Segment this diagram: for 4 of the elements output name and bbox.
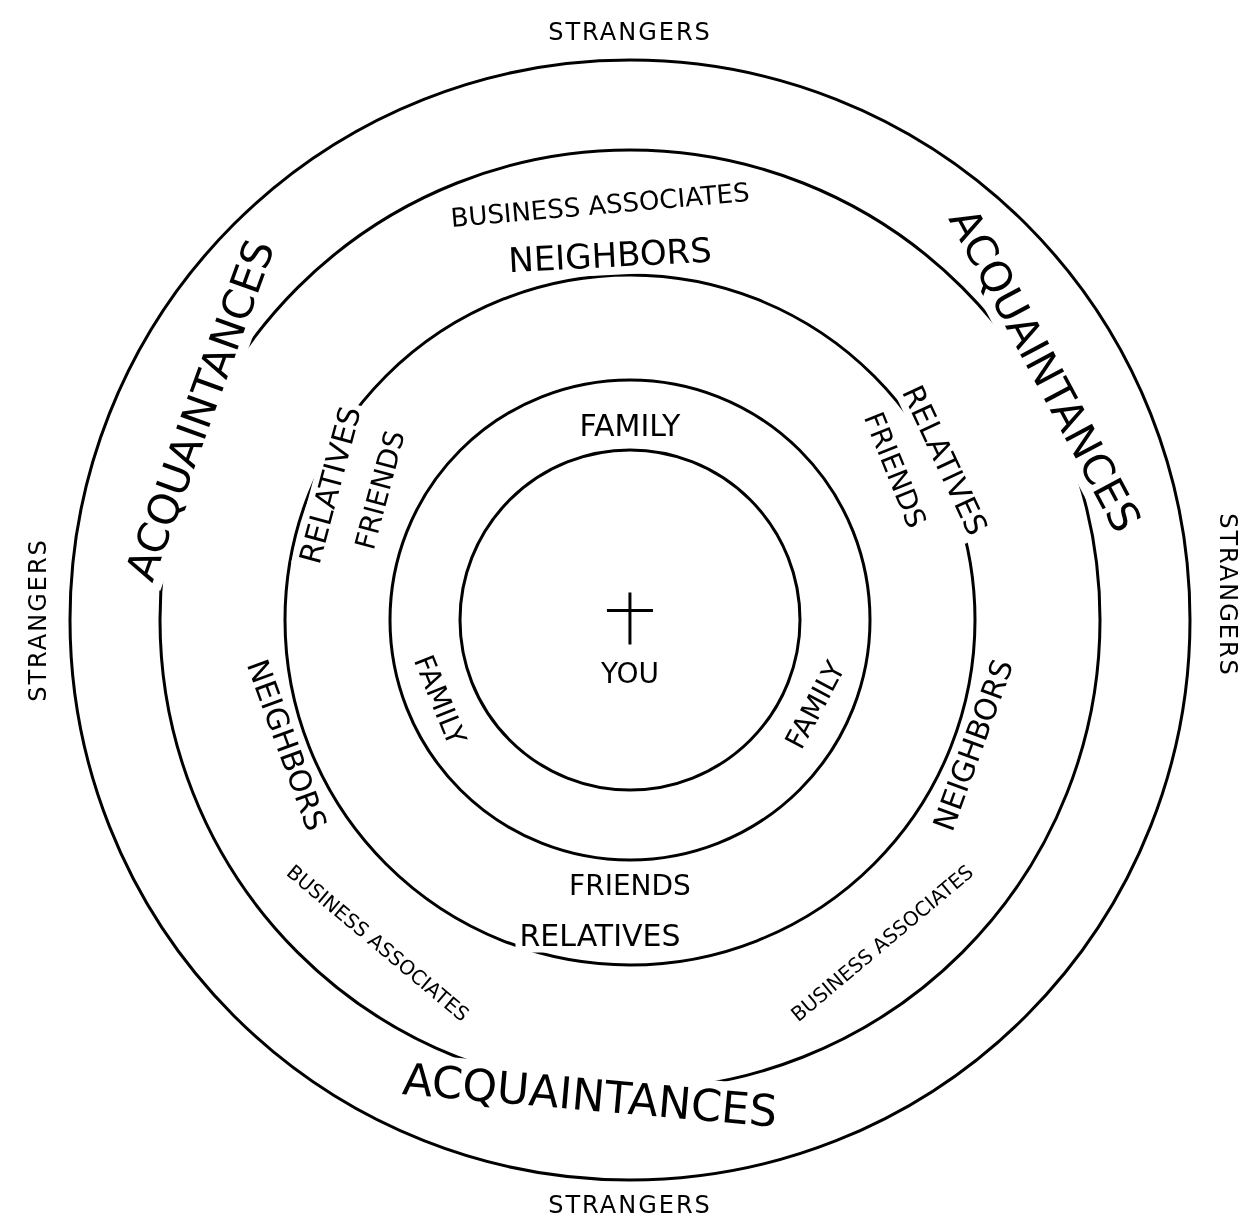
outer-label: STRANGERS <box>548 18 712 46</box>
outer-label: STRANGERS <box>24 538 52 702</box>
outer-label: STRANGERS <box>1214 513 1242 677</box>
outer-label: STRANGERS <box>548 1191 712 1219</box>
